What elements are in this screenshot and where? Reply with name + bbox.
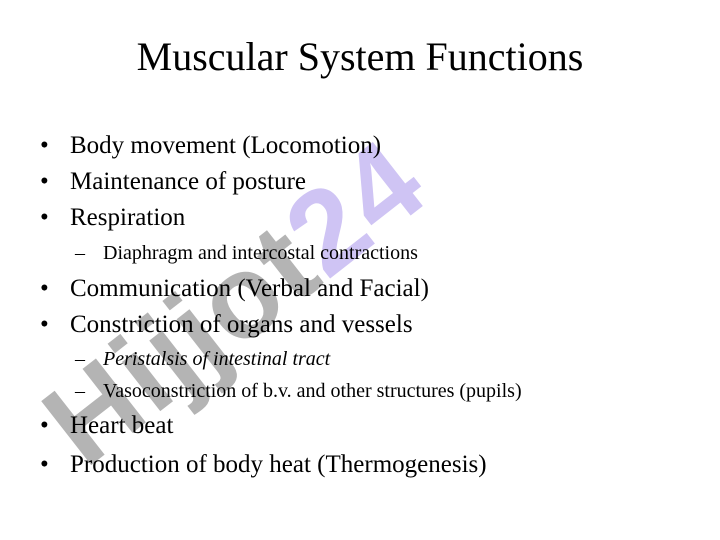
bullet-text: Maintenance of posture [70, 168, 307, 195]
bullet-marker: • [40, 132, 49, 159]
bullet-text: Heart beat [70, 412, 174, 439]
bullet-marker: • [40, 168, 49, 195]
bullet-marker: • [40, 451, 49, 478]
bullet-text: Production of body heat (Thermogenesis) [70, 451, 487, 478]
bullet-text: Communication (Verbal and Facial) [70, 275, 429, 302]
bullet-text: Constriction of organs and vessels [70, 311, 413, 338]
bullet-marker: • [40, 275, 49, 302]
sub-bullet-marker: – [75, 348, 85, 370]
bullet-text: Body movement (Locomotion) [70, 132, 382, 159]
sub-bullet-text: Vasoconstriction of b.v. and other struc… [103, 380, 522, 402]
sub-bullet-text: Diaphragm and intercostal contractions [103, 242, 418, 264]
bullet-text: Respiration [70, 204, 186, 231]
sub-bullet-marker: – [75, 380, 85, 402]
sub-bullet-marker: – [75, 242, 85, 264]
bullet-marker: • [40, 204, 49, 231]
slide-title: Muscular System Functions [136, 34, 584, 79]
bullet-marker: • [40, 311, 49, 338]
bullet-marker: • [40, 412, 49, 439]
sub-bullet-text: Peristalsis of intestinal tract [103, 348, 331, 370]
